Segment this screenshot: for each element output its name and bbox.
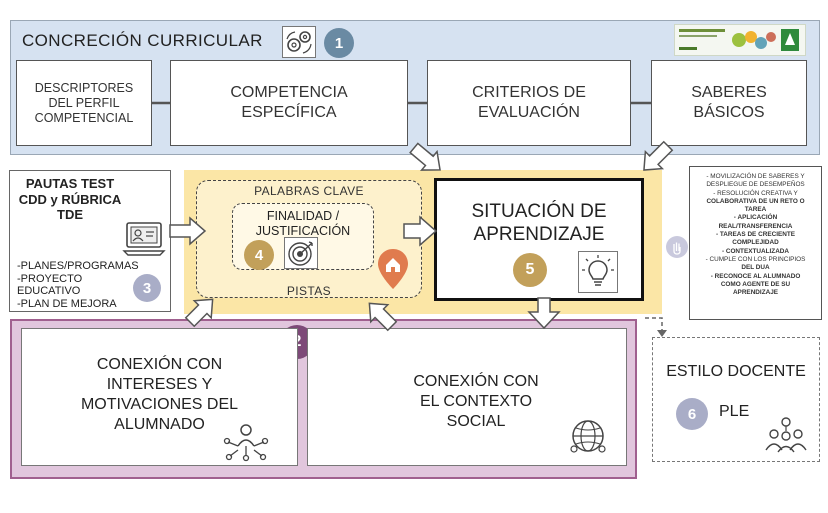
intereses-label: CONEXIÓN CON INTERESES Y MOTIVACIONES DE… [80, 356, 239, 433]
badge-1: 1 [324, 28, 354, 58]
competencia-box: COMPETENCIA ESPECÍFICA [170, 60, 408, 146]
badge-5: 5 [513, 253, 547, 287]
side-list-line: DEL DUA [741, 264, 770, 272]
contexto-box [307, 328, 627, 466]
side-list-line: APRENDIZAJE [732, 289, 779, 297]
ple-label: PLE [719, 403, 750, 420]
gears-icon [282, 26, 316, 58]
logo-image [674, 24, 806, 56]
badge-6: 6 [676, 398, 708, 430]
side-list-line: TAREA [744, 206, 767, 214]
lightbulb-icon [578, 251, 618, 293]
globe-people-icon [568, 416, 608, 456]
pistas-label: PISTAS [286, 284, 332, 298]
estilo-docente-title: ESTILO DOCENTE [666, 363, 806, 380]
criterios-box: CRITERIOS DE EVALUACIÓN [427, 60, 631, 146]
side-list-line: - TAREAS DE CRECIENTE [715, 231, 796, 239]
home-pin-icon [376, 247, 410, 291]
side-list-line: - RESOLUCIÓN CREATIVA Y [713, 189, 798, 197]
side-list-box: - MOVILIZACIÓN DE SABERES Y DESPLIEGUE D… [689, 166, 822, 320]
section-title: CONCRECIÓN CURRICULAR [22, 31, 263, 50]
side-list-line: - RECONOCE AL ALUMNADO [710, 272, 801, 280]
side-list-line: REAL/TRANSFERENCIA [718, 222, 793, 230]
contexto-label: CONEXIÓN CON EL CONTEXTO SOCIAL [413, 373, 539, 430]
side-list-line: DESPLIEGUE DE DESEMPEÑOS [706, 181, 805, 189]
situacion-label: SITUACIÓN DE APRENDIZAJE [471, 201, 607, 245]
estilo-docente-box [652, 337, 820, 462]
network-person-icon [222, 420, 270, 462]
badge-3: 3 [133, 274, 161, 302]
saberes-box: SABERES BÁSICOS [651, 60, 807, 146]
side-list-line: - CUMPLE CON LOS PRINCIPIOS [705, 255, 806, 263]
target-icon [284, 237, 318, 269]
descriptores-box: DESCRIPTORES DEL PERFIL COMPETENCIAL [16, 60, 152, 146]
group-icon [764, 414, 808, 454]
side-list-line: - MOVILIZACIÓN DE SABERES Y [706, 173, 805, 180]
side-list-line: COMO AGENTE DE SU [720, 280, 791, 288]
finalidad-label: FINALIDAD / JUSTIFICACIÓN [255, 209, 351, 238]
badge-4: 4 [244, 240, 274, 270]
pautas-items: -PLANES/PROGRAMAS -PROYECTO EDUCATIVO -P… [17, 260, 139, 310]
side-list-line: - CONTEXTUALIZADA [721, 247, 790, 255]
pautas-title: PAUTAS TEST CDD y RÚBRICA TDE [18, 176, 122, 222]
laptop-user-icon [122, 220, 166, 258]
hand-icon [666, 236, 688, 258]
side-list-line: COLABORATIVA DE UN RETO O [706, 197, 805, 205]
side-list-line: COMPLEJIDAD [732, 239, 779, 247]
palabras-clave-label: PALABRAS CLAVE [254, 184, 364, 198]
side-list-line: - APLICACIÓN [733, 214, 778, 222]
